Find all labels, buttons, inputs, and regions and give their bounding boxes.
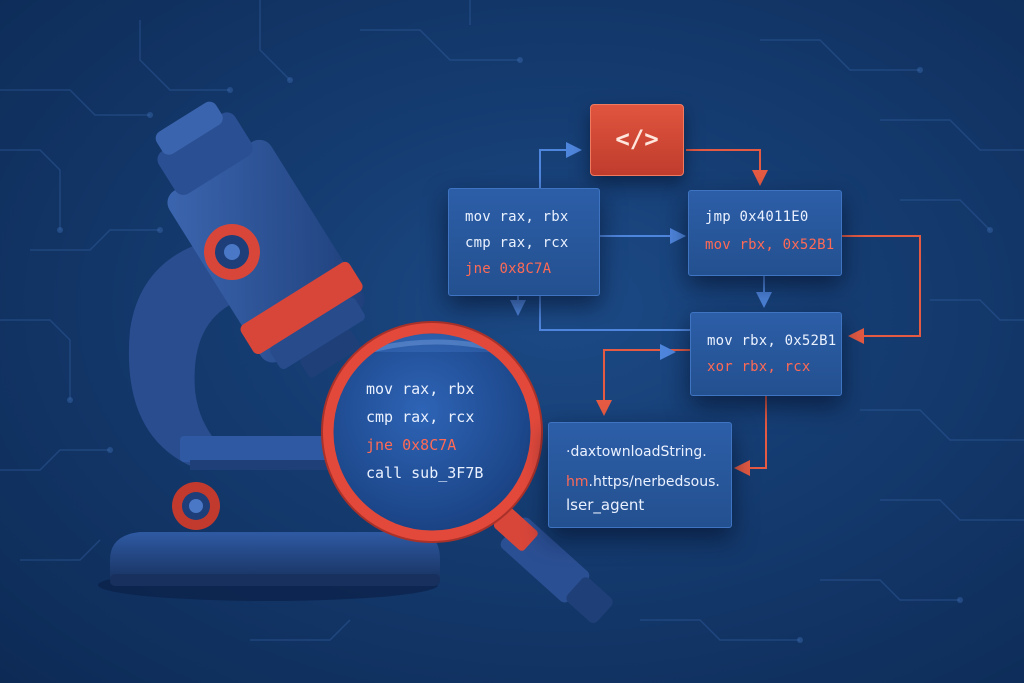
lens-code-line: jne 0x8C7A xyxy=(366,436,457,454)
circuit-traces xyxy=(0,0,1024,641)
code-line: jne 0x8C7A xyxy=(465,261,552,277)
microscope-icon xyxy=(98,101,440,601)
code-line: mov rbx, 0x52B1 xyxy=(707,333,837,349)
code-block-mid-right: mov rbx, 0x52B1 xor rbx, rcx xyxy=(690,312,842,396)
code-line: cmp rax, rcx xyxy=(465,235,569,251)
flow-arrows xyxy=(510,142,921,476)
lens-code-line: mov rax, rbx xyxy=(366,380,475,398)
lens-code-line: cmp rax, rcx xyxy=(366,408,475,426)
circuit-nodes xyxy=(57,57,993,643)
code-brackets-icon: </> xyxy=(615,125,659,153)
code-block-left: mov rax, rbx cmp rax, rcx jne 0x8C7A xyxy=(448,188,600,296)
code-line: mov rax, rbx xyxy=(465,209,569,225)
string-line: ·daxtownloadString. xyxy=(566,444,707,460)
strings-block xyxy=(548,422,732,528)
code-line: mov rbx, 0x52B1 xyxy=(705,237,835,253)
code-line: jmp 0x4011E0 xyxy=(705,209,809,225)
magnifying-glass-icon xyxy=(321,321,613,623)
code-tag-card: </> xyxy=(590,104,684,176)
code-line: xor rbx, rcx xyxy=(707,359,811,375)
string-line: hm.https/nerbedsous. xyxy=(566,474,720,490)
string-line-rest: .https/nerbedsous. xyxy=(588,474,720,490)
lens-code-line: call sub_3F7B xyxy=(366,464,484,482)
string-line: lser_agent xyxy=(566,496,645,514)
code-block-top-right: jmp 0x4011E0 mov rbx, 0x52B1 xyxy=(688,190,842,276)
